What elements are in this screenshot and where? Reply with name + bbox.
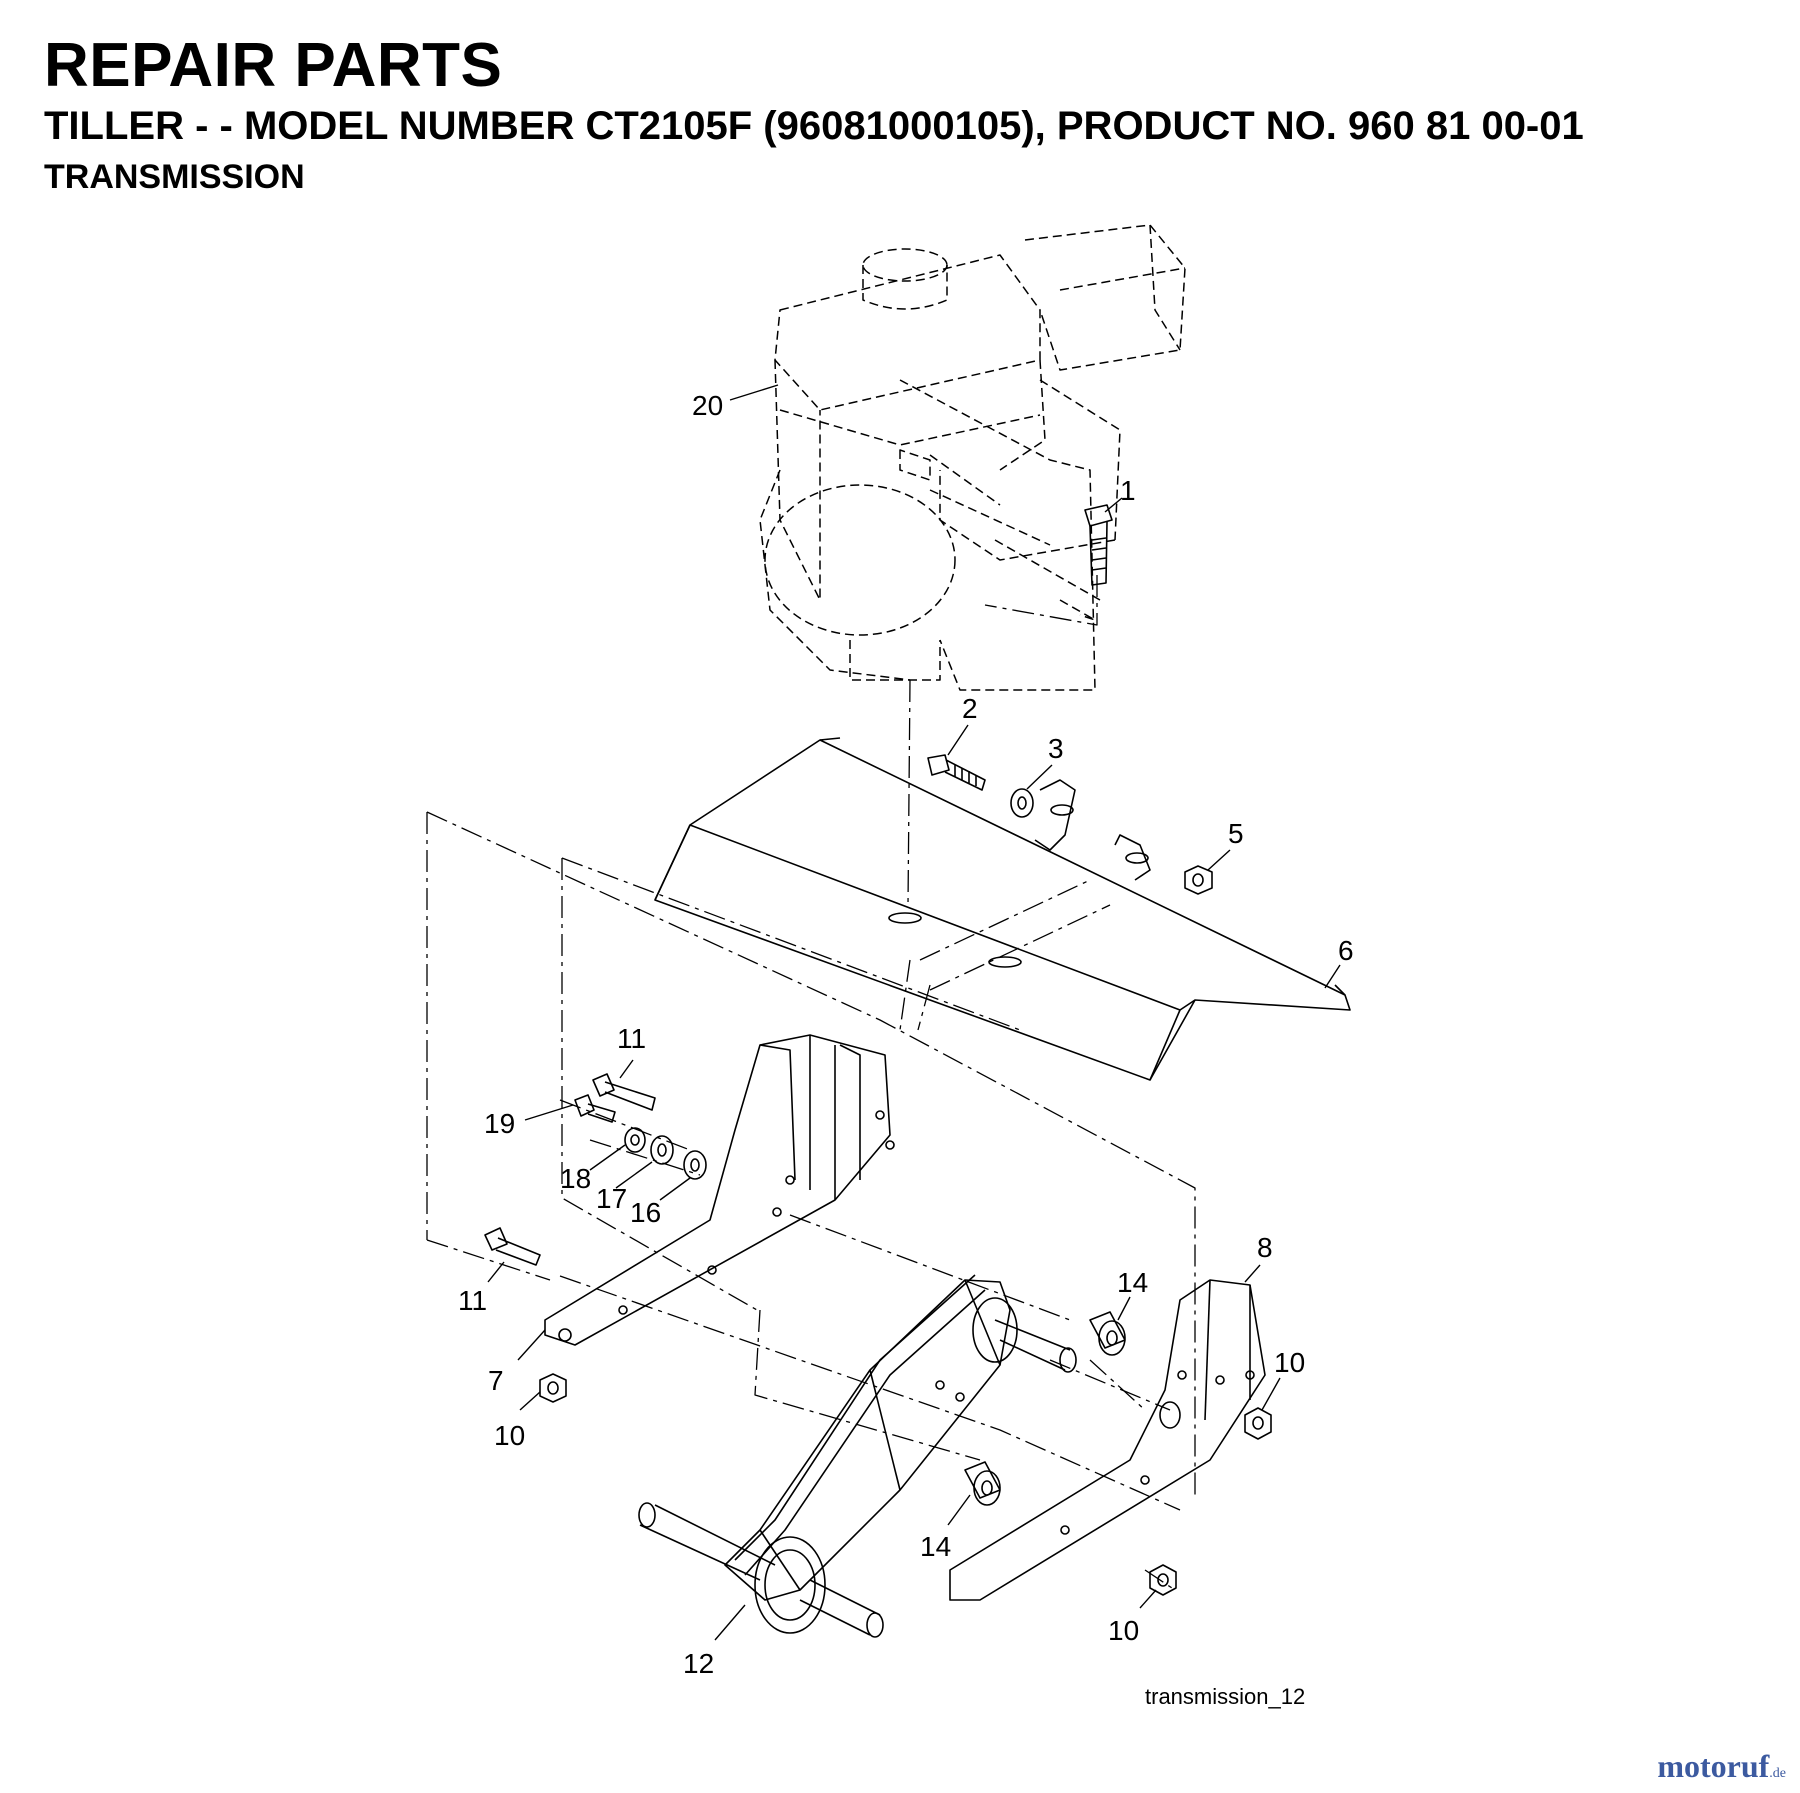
callout-left-bolt-upper: 11 — [617, 1023, 646, 1054]
leader-lines — [487, 384, 1341, 1641]
section-title: TRANSMISSION — [44, 158, 305, 196]
left-bracket — [544, 1034, 895, 1346]
engine-bolt — [1084, 504, 1113, 586]
watermark-tld: .de — [1769, 1766, 1786, 1781]
callout-shield-nut: 5 — [1228, 818, 1244, 849]
callout-right-bracket: 8 — [1257, 1232, 1273, 1263]
callout-flat-washer-b: 16 — [630, 1197, 661, 1228]
right-bracket — [949, 1279, 1266, 1601]
callout-flat-washer-a: 17 — [596, 1183, 627, 1214]
callout-transmission: 12 — [683, 1648, 714, 1679]
callout-right-nut-lower: 10 — [1108, 1615, 1139, 1646]
callout-left-bolt-lower: 11 — [458, 1285, 487, 1316]
callout-right-nut-upper: 10 — [1274, 1347, 1305, 1378]
callout-shield-washer: 3 — [1048, 733, 1064, 764]
callout-engine: 20 — [692, 390, 723, 421]
callout-shield: 6 — [1338, 935, 1354, 966]
engine-phantom — [759, 224, 1186, 691]
page-title: REPAIR PARTS — [44, 31, 503, 100]
diagram-id: transmission_12 — [1145, 1684, 1306, 1709]
shield-hardware — [927, 754, 1213, 895]
callout-left-bracket: 7 — [488, 1365, 504, 1396]
spacers — [964, 1311, 1126, 1506]
watermark-logo: motoruf.de — [1657, 1748, 1786, 1785]
callout-left-nut: 10 — [494, 1420, 525, 1451]
callout-lock-washer: 18 — [560, 1163, 591, 1194]
transmission-assembly — [638, 1274, 1077, 1638]
callout-spacer-lower: 14 — [920, 1531, 951, 1562]
watermark-brand: motoruf — [1657, 1748, 1770, 1784]
callout-shield-bolt: 2 — [962, 693, 978, 724]
callout-spacer-upper: 14 — [1117, 1267, 1148, 1298]
callout-left-bolt-screw: 19 — [484, 1108, 515, 1139]
callout-engine-bolt: 1 — [1120, 475, 1136, 506]
tine-shield — [654, 737, 1351, 1081]
model-subtitle: TILLER - - MODEL NUMBER CT2105F (9608100… — [44, 104, 1584, 148]
right-nuts — [1149, 1407, 1272, 1596]
left-hardware — [484, 1073, 707, 1403]
